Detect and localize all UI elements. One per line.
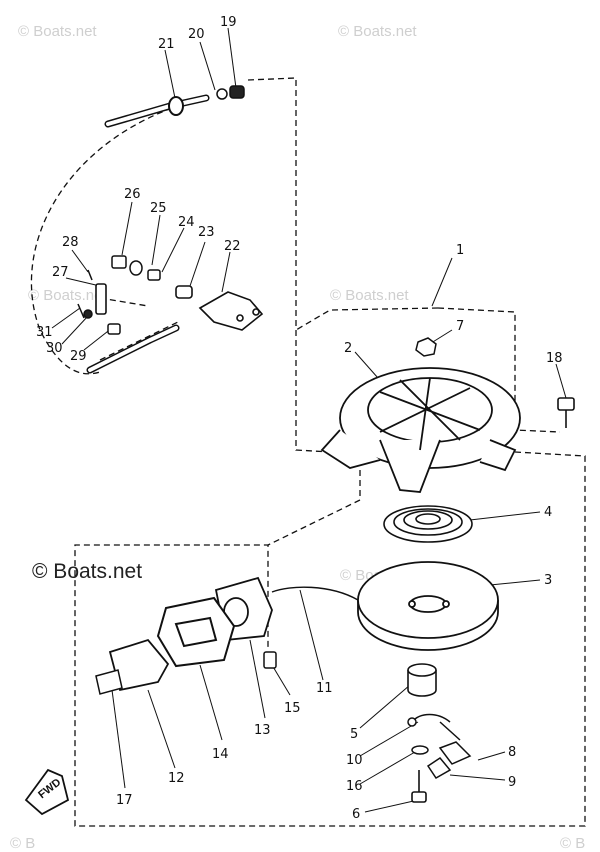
watermark-bottom-right: © B <box>560 835 585 852</box>
sheave-drum-3 <box>357 561 499 651</box>
callout-16: 16 <box>346 779 363 794</box>
nut-7 <box>415 337 437 357</box>
callout-28: 28 <box>62 235 79 250</box>
bolt-26 <box>111 255 127 269</box>
callout-8: 8 <box>508 745 516 760</box>
washer-16 <box>411 745 429 755</box>
callout-4: 4 <box>544 505 552 520</box>
cable-fitting-20 <box>216 88 228 100</box>
callout-2: 2 <box>344 341 352 356</box>
pin-28 <box>87 269 93 281</box>
starter-rope-11 <box>271 586 359 601</box>
pawl-8 <box>438 741 472 765</box>
washer-25 <box>129 260 143 276</box>
friction-spring-10 <box>407 713 461 741</box>
watermarks: © Boats.net © Boats.net © Boats.net © Bo… <box>10 23 585 852</box>
callout-11: 11 <box>316 681 333 696</box>
callout-19: 19 <box>220 15 237 30</box>
lever-bracket-22 <box>198 291 264 331</box>
callout-13: 13 <box>254 723 271 738</box>
callout-22: 22 <box>224 239 241 254</box>
callout-9: 9 <box>508 775 516 790</box>
watermark-mid-left: © Boats.net <box>28 287 107 304</box>
callout-6: 6 <box>352 807 360 822</box>
bolt-6 <box>411 770 427 803</box>
drive-plate-5 <box>407 663 437 697</box>
callout-21: 21 <box>158 37 175 52</box>
callout-5: 5 <box>350 727 358 742</box>
watermark-mid-right: © Boats.net <box>330 287 409 304</box>
callout-15: 15 <box>284 701 301 716</box>
spiral-spring-4 <box>383 505 473 543</box>
assembly-boundary <box>30 77 586 827</box>
callout-23: 23 <box>198 225 215 240</box>
pin-31 <box>77 303 85 319</box>
callout-31: 31 <box>36 325 53 340</box>
callout-30: 30 <box>46 341 63 356</box>
watermark-top-left: © Boats.net <box>18 23 97 40</box>
callout-14: 14 <box>212 747 229 762</box>
callout-1: 1 <box>456 243 464 258</box>
clip-9 <box>426 757 452 779</box>
clip-30 <box>83 309 93 319</box>
watermark-main: © Boats.net <box>32 560 142 583</box>
callout-12: 12 <box>168 771 185 786</box>
starter-cable-21 <box>104 94 210 128</box>
bolt-18 <box>557 397 575 428</box>
link-rod-27 <box>95 283 107 315</box>
bolt-15 <box>263 651 277 669</box>
callout-29: 29 <box>70 349 87 364</box>
callout-18: 18 <box>546 351 563 366</box>
watermark-top-right: © Boats.net <box>338 23 417 40</box>
watermark-bottom-left: © B <box>10 835 35 852</box>
cable-29 <box>86 324 180 374</box>
callout-10: 10 <box>346 753 363 768</box>
callout-26: 26 <box>124 187 141 202</box>
callout-3: 3 <box>544 573 552 588</box>
callout-20: 20 <box>188 27 205 42</box>
starter-handle-14 <box>156 596 236 668</box>
callout-25: 25 <box>150 201 167 216</box>
handle-cap-17 <box>95 669 123 695</box>
cable-end-19 <box>229 85 245 99</box>
callout-7: 7 <box>456 319 464 334</box>
starter-housing-2 <box>320 367 521 493</box>
callout-27: 27 <box>52 265 69 280</box>
callout-labels: 1 2 3 4 5 6 7 8 9 10 11 12 13 14 15 16 1… <box>36 15 563 822</box>
callout-24: 24 <box>178 215 195 230</box>
callout-17: 17 <box>116 793 133 808</box>
fwd-arrow: FWD <box>24 768 70 816</box>
bushing-extra <box>107 323 121 335</box>
collar-24 <box>147 269 161 281</box>
lever-23 <box>175 285 193 299</box>
